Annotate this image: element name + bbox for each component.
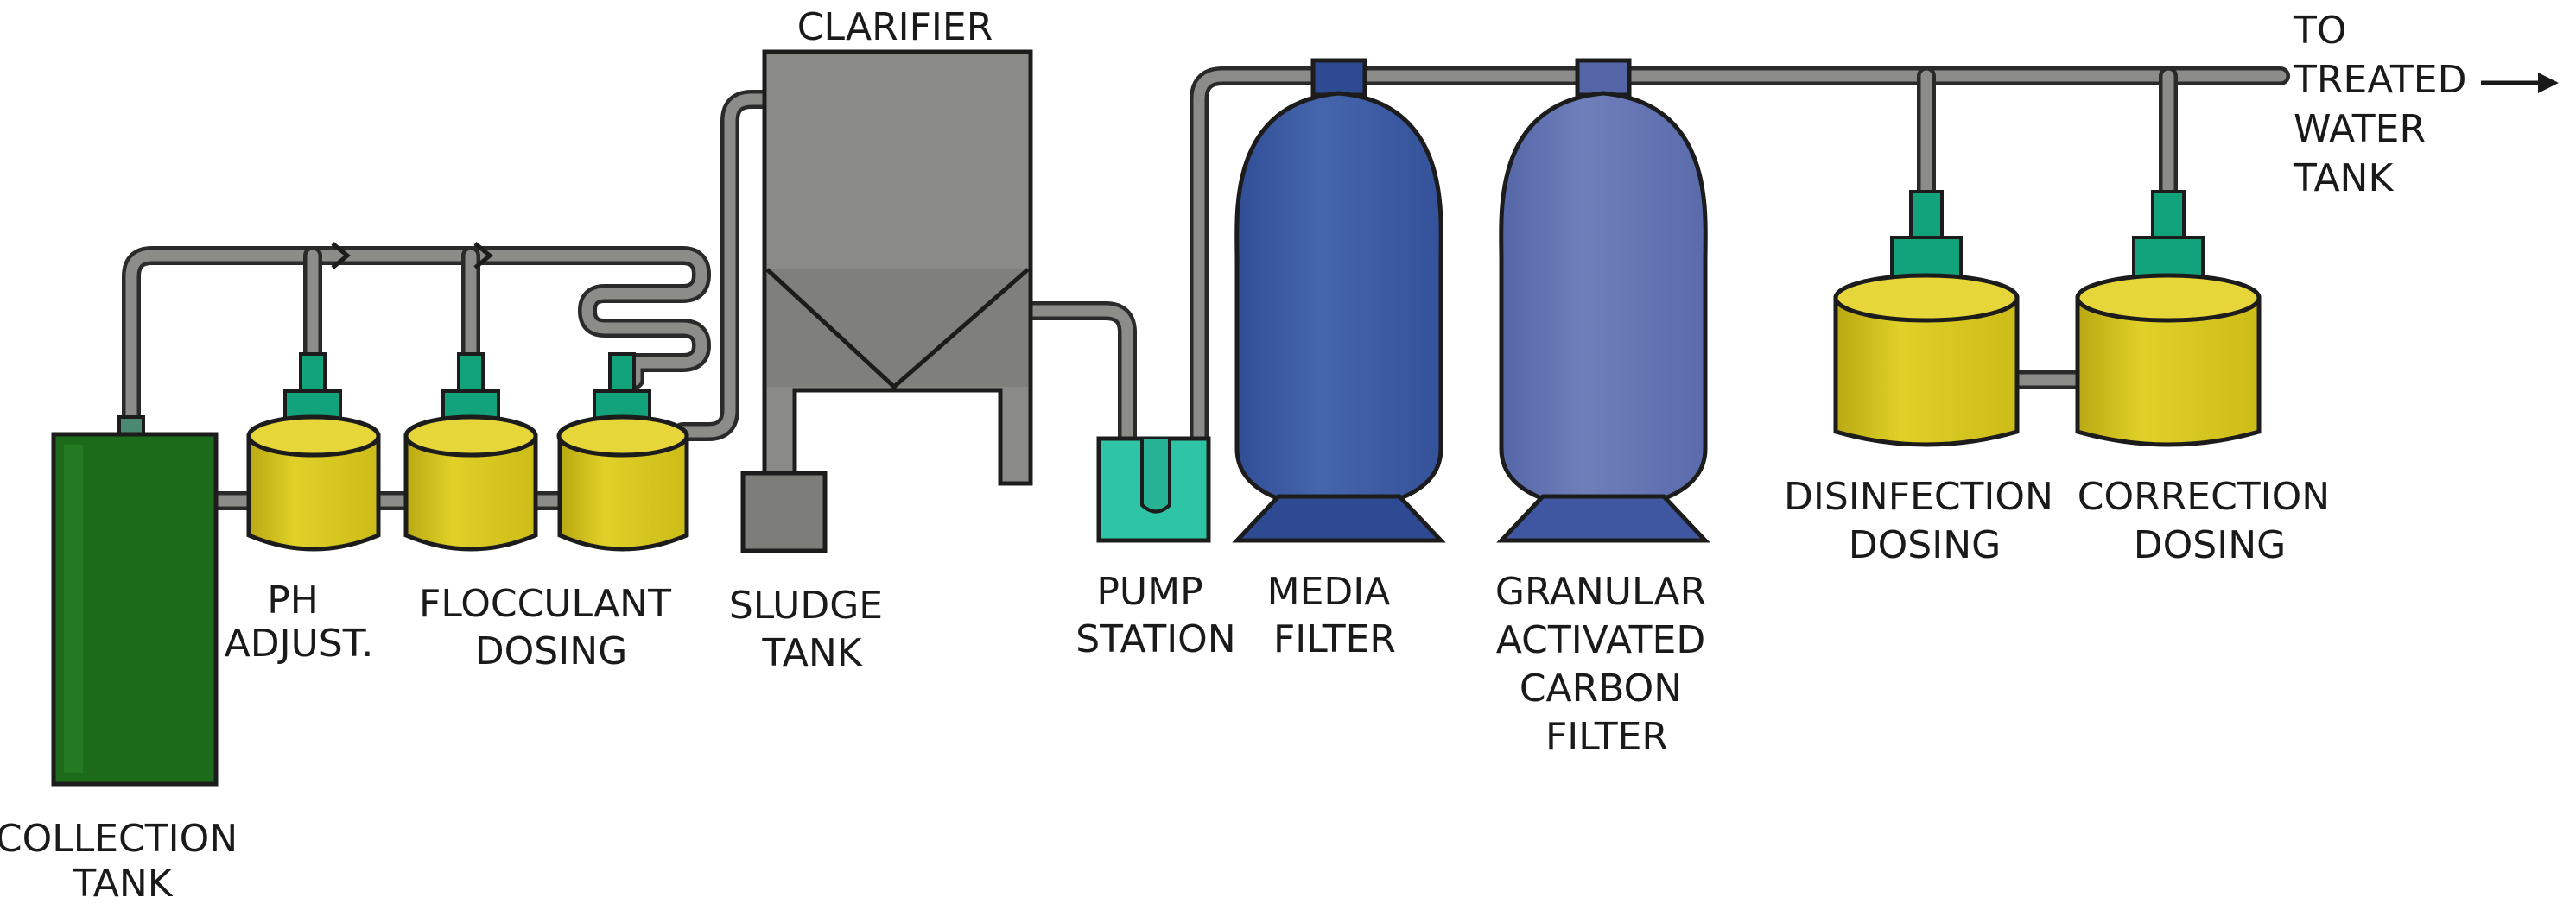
ph-adjust-tank — [246, 352, 381, 552]
label-disinfection-dosing: DISINFECTION DOSING — [1784, 475, 2065, 567]
label-gac-filter: GRANULAR ACTIVATED CARBON FILTER — [1495, 570, 1718, 759]
label-flocculant-dosing: FLOCCULANT DOSING — [419, 582, 683, 673]
outlet-arrow — [2481, 73, 2559, 93]
flocculant-tank-2 — [556, 352, 689, 552]
label-clarifier: CLARIFIER — [797, 5, 993, 49]
label-to-treated-water-tank: TO TREATED WATER TANK — [2293, 9, 2479, 200]
label-pump-station: PUMP STATION — [1075, 570, 1235, 661]
pump-station — [1096, 436, 1211, 543]
gac-filter — [1496, 58, 1710, 543]
label-correction-dosing: CORRECTION DOSING — [2078, 475, 2342, 567]
correction-dosing-tank — [2075, 190, 2262, 447]
labels: CLARIFIER COLLECTION TANK PH ADJUST. FLO… — [0, 5, 2479, 906]
disinfection-dosing-tank — [1833, 190, 2020, 447]
label-collection-tank: COLLECTION TANK — [0, 817, 250, 906]
label-media-filter: MEDIA FILTER — [1267, 570, 1403, 661]
media-filter — [1232, 58, 1446, 543]
label-sludge-tank: SLUDGE TANK — [729, 584, 895, 675]
collection-tank — [51, 415, 219, 787]
sludge-tank — [740, 471, 828, 553]
clarifier — [762, 49, 1033, 486]
label-ph-adjust: PH ADJUST. — [225, 578, 374, 666]
flow-arrows — [331, 242, 493, 269]
flocculant-tank-1 — [403, 352, 538, 552]
